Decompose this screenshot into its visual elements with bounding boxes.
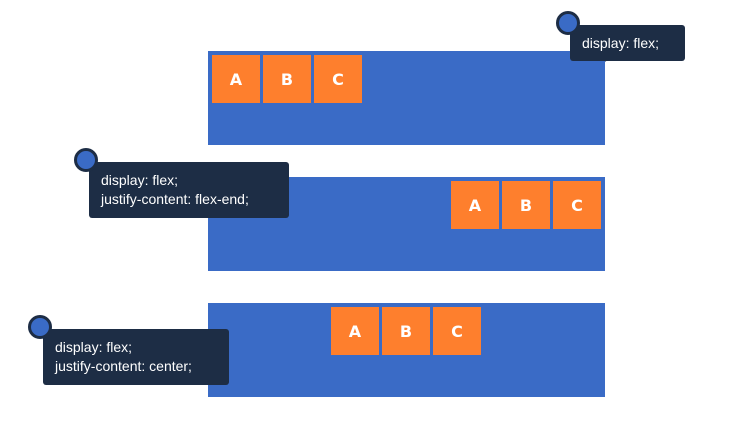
flex-item-a: A [331, 307, 379, 355]
flex-item-b: B [382, 307, 430, 355]
code-callout-center: display: flex; justify-content: center; [43, 329, 229, 385]
flex-item-c: C [314, 55, 362, 103]
flex-item-b: B [502, 181, 550, 229]
flex-container-center: A B C [208, 303, 605, 397]
flex-item-c: C [553, 181, 601, 229]
code-callout-flex-end: display: flex; justify-content: flex-end… [89, 162, 289, 218]
code-line: justify-content: flex-end; [101, 191, 249, 207]
flex-container-default: A B C [208, 51, 605, 145]
flex-item-b: B [263, 55, 311, 103]
code-line: justify-content: center; [55, 358, 192, 374]
code-line: display: flex; [55, 339, 133, 355]
code-callout-flex: display: flex; [570, 25, 685, 61]
flex-item-a: A [212, 55, 260, 103]
code-line: display: flex; [582, 35, 660, 51]
flex-item-a: A [451, 181, 499, 229]
callout-dot [28, 315, 52, 339]
callout-dot [556, 11, 580, 35]
flex-item-c: C [433, 307, 481, 355]
callout-dot [74, 148, 98, 172]
flex-container-flex-end: A B C [208, 177, 605, 271]
code-line: display: flex; [101, 172, 179, 188]
